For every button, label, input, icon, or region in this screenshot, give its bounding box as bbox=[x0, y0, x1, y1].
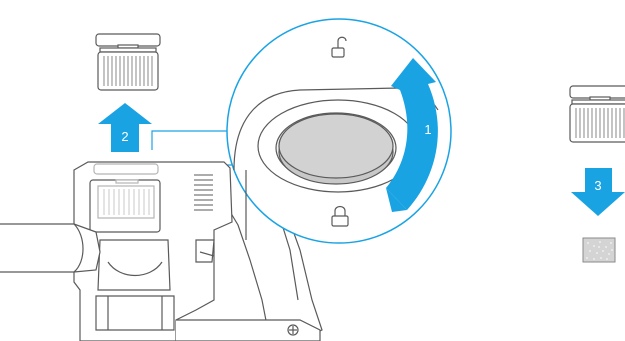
step-1-number: 1 bbox=[424, 122, 431, 137]
step-2-number: 2 bbox=[121, 129, 128, 144]
sponge bbox=[582, 237, 616, 263]
filter-in-body bbox=[93, 163, 159, 219]
vent-grille bbox=[194, 174, 213, 211]
filter-cartridge-top bbox=[95, 33, 161, 91]
step-3-number: 3 bbox=[594, 178, 601, 193]
vacuum-nozzle bbox=[0, 223, 101, 273]
step-3-remove-arrow: 3 bbox=[571, 168, 625, 216]
step-2-lift-arrow: 2 bbox=[98, 103, 152, 152]
zoom-callout: 1 bbox=[226, 18, 452, 244]
filter-cartridge-right bbox=[569, 85, 625, 143]
open-padlock-icon bbox=[331, 36, 347, 58]
step-1-rotate-arrow: 1 bbox=[386, 58, 438, 212]
closed-padlock-icon bbox=[331, 205, 349, 227]
